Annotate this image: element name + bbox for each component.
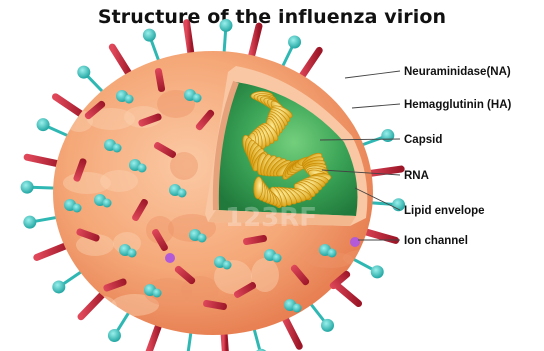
envelope-spot [63, 172, 111, 194]
neuraminidase-head [288, 36, 301, 49]
neuraminidase-head [293, 304, 302, 313]
ion-channel-protein [165, 253, 175, 263]
cutaway-section [205, 66, 367, 226]
neuraminidase-head [371, 265, 384, 278]
neuraminidase-head [328, 249, 337, 258]
neuraminidase-head [125, 95, 134, 104]
watermark-logo: 123RF [225, 203, 317, 233]
neuraminidase-head [138, 164, 147, 173]
label-hemagglutinin: Hemagglutinin (HA) [404, 99, 511, 111]
neuraminidase-head [198, 234, 207, 243]
neuraminidase-head [178, 189, 187, 198]
neuraminidase-head [193, 94, 202, 103]
neuraminidase-head [321, 319, 334, 332]
neuraminidase-head [223, 261, 232, 270]
neuraminidase-head [21, 181, 34, 194]
neuraminidase-head [143, 29, 156, 42]
leader-neuraminidase [345, 71, 400, 78]
label-ion-channel: Ion channel [404, 235, 468, 247]
ion-channel-protein [350, 237, 360, 247]
label-rna: RNA [404, 170, 429, 182]
neuraminidase-head [108, 329, 121, 342]
neuraminidase-head [153, 289, 162, 298]
neuraminidase-head [103, 199, 112, 208]
neuraminidase-head [23, 216, 36, 229]
label-capsid: Capsid [404, 134, 442, 146]
neuraminidase-head [37, 118, 50, 131]
label-lipid-envelope: Lipid envelope [404, 205, 485, 217]
leader-hemagglutinin [352, 104, 400, 108]
neuraminidase-head [273, 254, 282, 263]
neuraminidase-head [113, 144, 122, 153]
neuraminidase-head [128, 249, 137, 258]
neuraminidase-head [77, 66, 90, 79]
neuraminidase-head [52, 280, 65, 293]
neuraminidase-head [219, 19, 232, 32]
callout-labels: Neuraminidase(NA) Hemagglutinin (HA) Cap… [404, 66, 511, 247]
neuraminidase-head [73, 204, 82, 213]
neuraminidase-head [381, 129, 394, 142]
label-neuraminidase: Neuraminidase(NA) [404, 66, 511, 78]
